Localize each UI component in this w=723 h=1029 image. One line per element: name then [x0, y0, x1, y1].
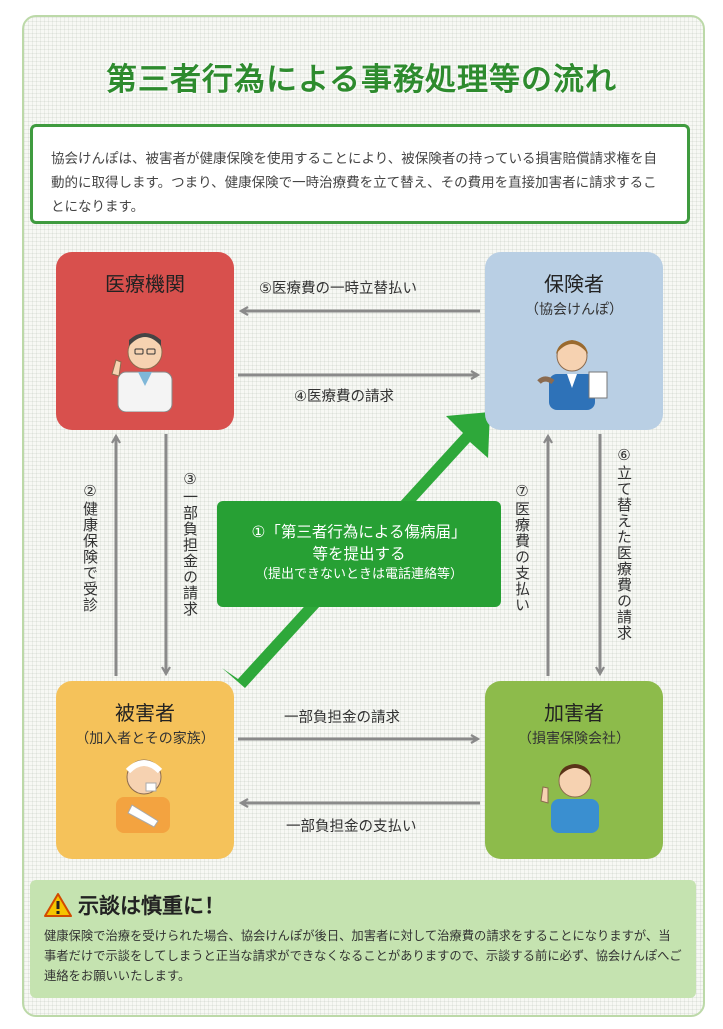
settlement-warning: 示談は慎重に！ 健康保険で治療を受けられた場合、協会けんぽが後日、加害者に対して… [30, 880, 696, 998]
perpetrator-icon [540, 764, 599, 833]
warning-header: 示談は慎重に！ [44, 890, 682, 920]
label-f3: ③一部負担金の請求 [181, 470, 199, 617]
label-f7: ⑦医療費の支払い [513, 482, 531, 613]
injury-report-box: ①「第三者行為による傷病届」 等を提出する （提出できないときは電話連絡等） [217, 501, 501, 607]
label-f5: ⑤医療費の一時立替払い [259, 281, 417, 297]
warning-body: 健康保険で治療を受けられた場合、協会けんぽが後日、加害者に対して治療費の請求をす… [44, 929, 682, 983]
page-title: 第三者行為による事務処理等の流れ [105, 62, 618, 98]
doctor-icon [111, 333, 173, 412]
label-f4: ④医療費の請求 [294, 389, 394, 405]
perpetrator-sub: （損害保険会社） [518, 731, 630, 747]
center-line1: ①「第三者行為による傷病届」 [251, 523, 467, 541]
label-f2: ②健康保険で受診 [81, 482, 99, 613]
box-medical-institution: 医療機関 [56, 252, 234, 430]
insurer-name: 保険者 [544, 272, 604, 296]
victim-name: 被害者 [115, 701, 175, 725]
warning-title: 示談は慎重に！ [78, 894, 225, 918]
label-copay-payment: 一部負担金の支払い [286, 819, 417, 835]
box-insurer: 保険者 （協会けんぽ） [485, 252, 663, 430]
perpetrator-name: 加害者 [544, 701, 604, 725]
center-line3: （提出できないときは電話連絡等） [254, 567, 463, 582]
medical-name: 医療機関 [105, 272, 185, 296]
box-victim: 被害者 （加入者とその家族） [56, 681, 234, 859]
intro-box: 協会けんぽは、被害者が健康保険を使用することにより、被保険者の持っている損害賠償… [30, 124, 690, 224]
box-perpetrator: 加害者 （損害保険会社） [485, 681, 663, 859]
label-copay-request: 一部負担金の請求 [284, 710, 400, 726]
insurer-staff-icon [537, 340, 608, 410]
insurer-sub: （協会けんぽ） [525, 302, 623, 318]
victim-sub: （加入者とその家族） [75, 731, 215, 747]
warning-icon [44, 893, 72, 917]
injured-person-icon [116, 759, 170, 833]
label-f6: ⑥立て替えた医療費の請求 [615, 446, 633, 641]
center-line2: 等を提出する [312, 545, 406, 563]
